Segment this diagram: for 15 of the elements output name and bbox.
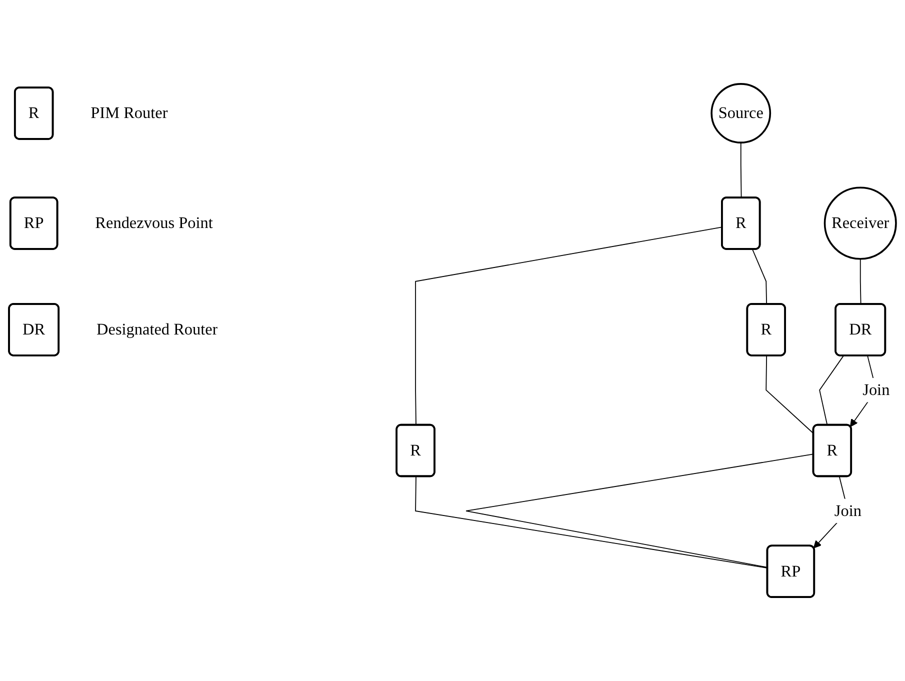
- node-label: Designated Router: [96, 320, 218, 338]
- connector: [752, 248, 768, 305]
- connector: [415, 226, 723, 426]
- node-circle: Receiver: [824, 186, 897, 260]
- edge-label: Join: [834, 501, 862, 520]
- edge-label: Join: [862, 380, 890, 399]
- connector: [766, 355, 814, 434]
- connector: [740, 142, 742, 198]
- connector: [415, 476, 768, 568]
- connector: [819, 355, 844, 426]
- node-circle: Source: [710, 83, 772, 144]
- node-label: PIM Router: [90, 104, 168, 122]
- connector: [860, 258, 862, 305]
- node-label: Rendezvous Point: [95, 214, 213, 232]
- connector: [466, 454, 814, 568]
